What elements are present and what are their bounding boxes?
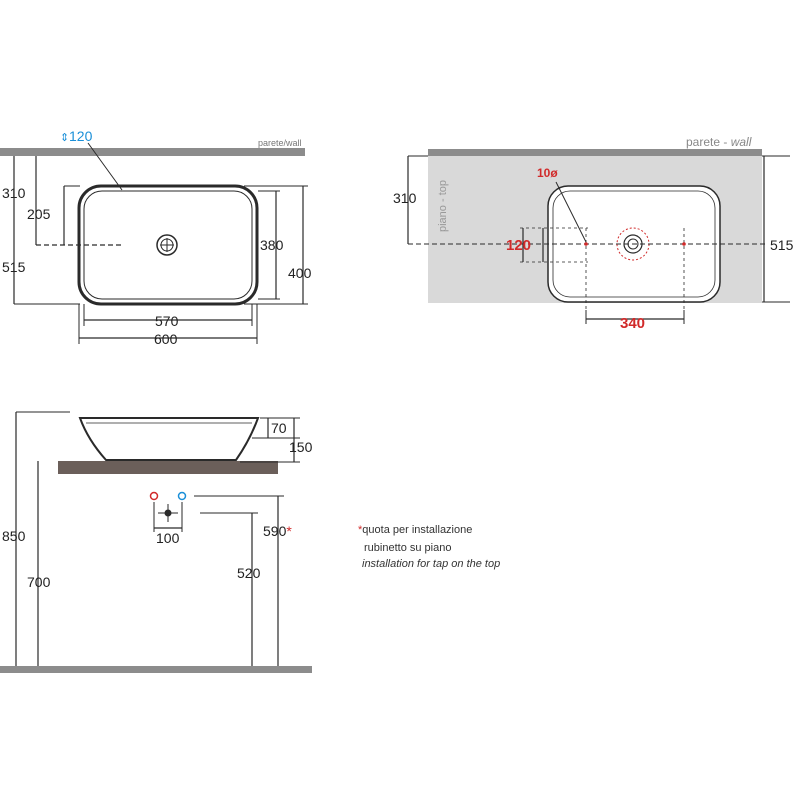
side-dim-70: 70	[271, 420, 287, 436]
top-view: parete - wall piano - top 10ø 120 310	[393, 135, 794, 332]
hot-water-icon	[149, 491, 159, 501]
plan-dim-205: 205	[27, 206, 51, 222]
top-panel-label: piano - top	[437, 180, 449, 232]
side-view: 70 150 850 700 100 520 590*	[0, 411, 313, 673]
note-line-2: rubinetto su piano	[364, 542, 451, 554]
plan-height-leader	[87, 142, 123, 191]
top-dim-120: 120	[506, 237, 531, 254]
plan-wall-bar	[0, 148, 305, 156]
plan-wall-label: parete/wall	[258, 138, 302, 148]
side-basin	[78, 417, 260, 461]
top-dim-515: 515	[770, 237, 794, 253]
side-dim-590: 590*	[263, 523, 292, 539]
side-counter	[58, 461, 278, 474]
side-dim-150: 150	[289, 439, 313, 455]
side-dim-520: 520	[237, 565, 261, 581]
plan-dim-380: 380	[260, 237, 284, 253]
plan-view: parete/wall ⇕ 120 310 205 515	[0, 128, 312, 347]
waste-outlet-icon	[158, 504, 178, 522]
cold-water-icon	[177, 491, 187, 501]
plan-dim-570: 570	[155, 313, 179, 329]
top-dim-340: 340	[620, 315, 645, 332]
top-dim-hole: 10ø	[537, 166, 558, 180]
top-dim-310: 310	[393, 190, 417, 206]
note-line-1: *quota per installazione	[358, 524, 472, 536]
plan-dim-515: 515	[2, 259, 26, 275]
plan-dim-600: 600	[154, 331, 178, 347]
plan-height-mark: ⇕ 120	[60, 128, 123, 191]
top-wall-label: parete - wall	[686, 135, 752, 149]
plan-height-arrow-icon: ⇕	[60, 132, 69, 144]
plan-dim-400: 400	[288, 265, 312, 281]
side-dim-700: 700	[27, 574, 51, 590]
top-wall-bar	[428, 149, 762, 156]
plan-height-value: 120	[69, 128, 93, 144]
plan-drain-icon	[156, 234, 178, 256]
top-hole-leader	[555, 181, 587, 243]
tap-note: *quota per installazione rubinetto su pi…	[358, 524, 500, 570]
side-floor	[0, 666, 312, 673]
side-dim-100: 100	[156, 530, 180, 546]
note-line-3: installation for tap on the top	[362, 558, 500, 570]
side-dim-850: 850	[2, 528, 26, 544]
